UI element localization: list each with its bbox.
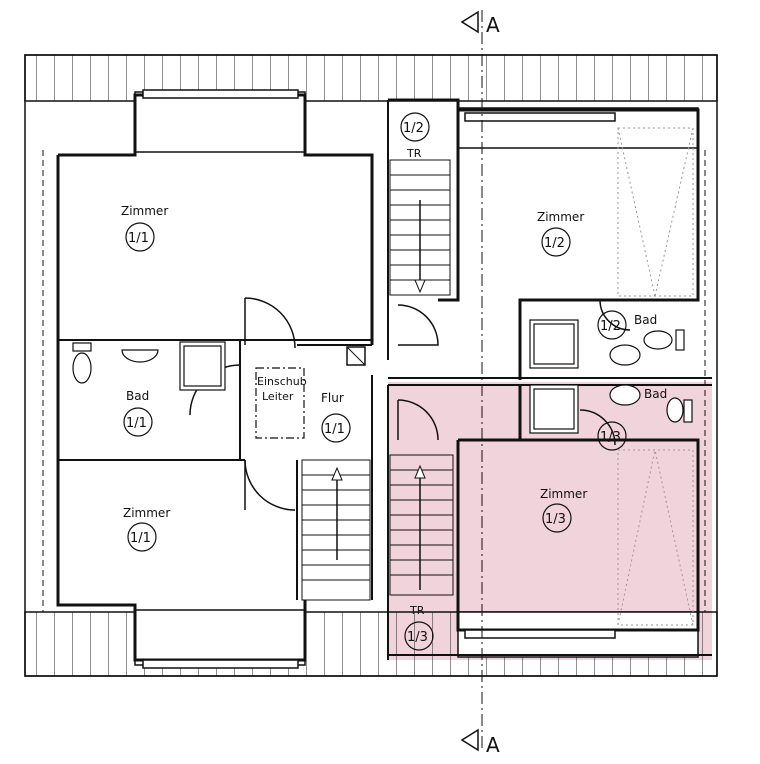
unit-label-zimmer-left-top: 1/1	[128, 231, 149, 246]
room-name-bad-right-bottom: Bad	[644, 387, 667, 401]
unit-label-tr-bottom: 1/3	[407, 630, 428, 645]
unit-label-bad-left: 1/1	[126, 416, 147, 431]
windows	[142, 89, 616, 669]
unit-label-bad-right-top: 1/2	[600, 319, 621, 334]
room-name-bad-left: Bad	[126, 389, 149, 403]
room-name-zimmer-right-top: Zimmer	[537, 210, 584, 224]
ladder-label-line2: Leiter	[262, 390, 294, 403]
room-name-zimmer-left-bottom: Zimmer	[123, 506, 170, 520]
unit-label-zimmer-right-top: 1/2	[544, 236, 565, 251]
stairs-bottom	[389, 454, 454, 596]
unit-label-zimmer-right-bottom: 1/3	[545, 512, 566, 527]
unit-1-3-highlight	[388, 382, 712, 660]
unit-label-flur: 1/1	[324, 422, 345, 437]
doors	[189, 297, 631, 511]
roof-top-band	[24, 54, 718, 102]
einschub-leiter-box	[255, 367, 305, 439]
room-name-zimmer-left-top: Zimmer	[121, 204, 168, 218]
section-arrow-top	[460, 10, 479, 34]
skylights	[617, 127, 694, 626]
room-name-bad-right-top: Bad	[634, 313, 657, 327]
ladder-label-line1: Einschub	[257, 375, 307, 388]
unit-label-tr-top: 1/2	[403, 121, 424, 136]
room-name-tr-bottom: TR	[409, 604, 425, 617]
section-label-top: A	[486, 13, 500, 37]
unit-label-zimmer-left-bottom: 1/1	[130, 531, 151, 546]
roof-outline	[24, 54, 718, 677]
stairs-flur	[301, 459, 371, 601]
room-name-zimmer-right-bottom: Zimmer	[540, 487, 587, 501]
room-labels: Zimmer 1/1 Bad 1/1 Zimmer 1/1 Einschub L…	[121, 112, 667, 651]
stairs-top	[389, 159, 451, 296]
walls	[56, 93, 712, 662]
room-name-tr-top: TR	[406, 147, 422, 160]
section-arrow-bottom	[460, 728, 479, 752]
room-name-flur: Flur	[321, 391, 344, 405]
unit-label-bad-right-bottom: 1/3	[600, 430, 621, 445]
bath-fixtures	[72, 319, 693, 434]
section-label-bottom: A	[486, 733, 500, 757]
